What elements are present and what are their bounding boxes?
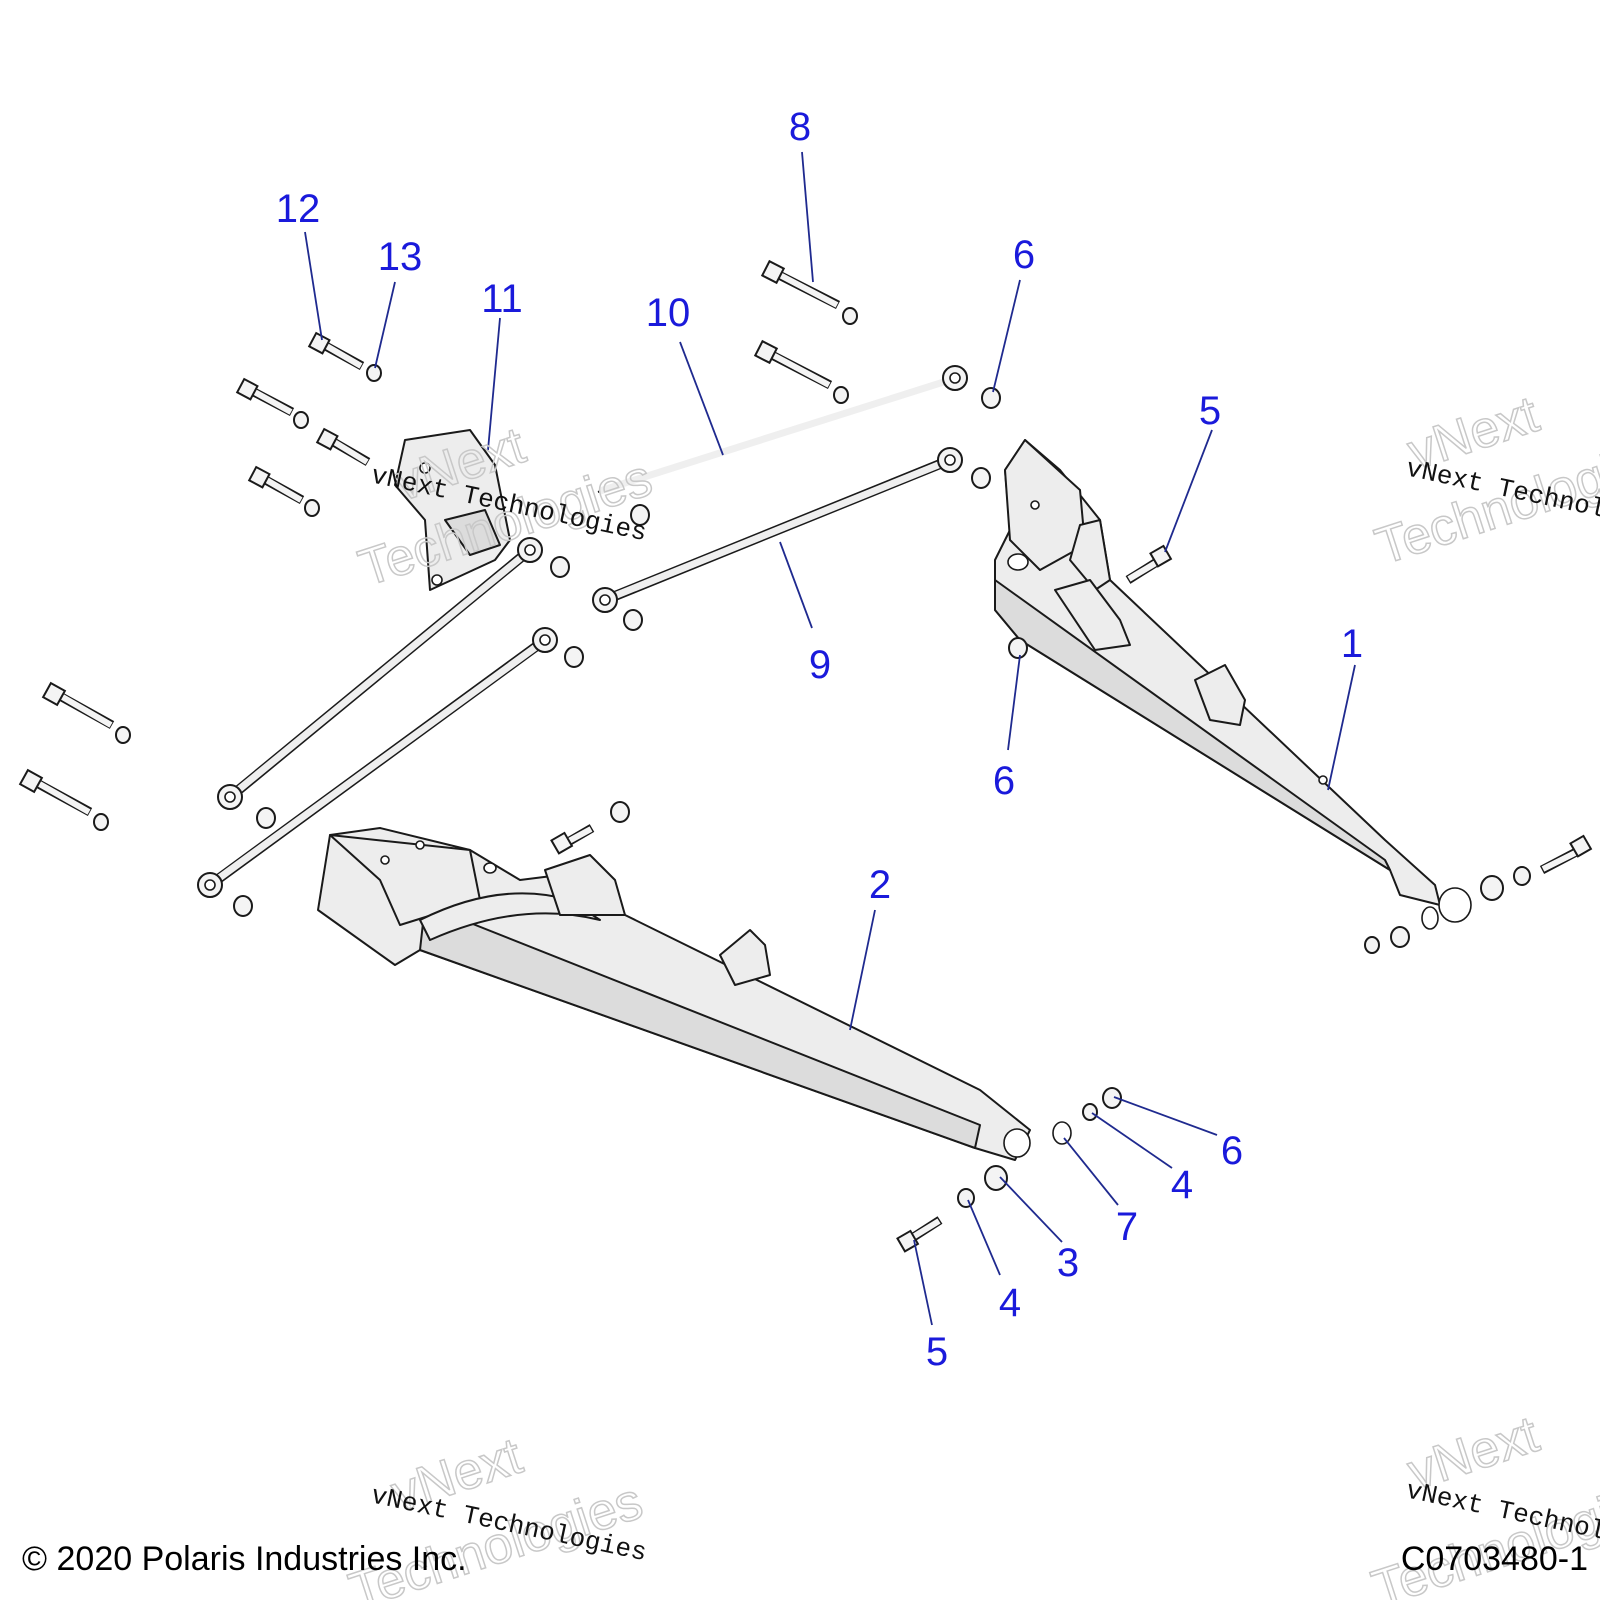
trailing-arm-lower [317,827,1031,1161]
bolt-left-1 [41,681,131,744]
bolt-bracket-3 [247,465,320,517]
bolt-12 [307,331,382,382]
bolt-right [1539,834,1593,874]
callout-3: 3 [1057,1241,1079,1285]
bolt-5-lower [896,1216,943,1253]
bolt-bracket-1 [235,377,309,429]
link-rod-left-upper [217,537,543,810]
bolt-left-2 [18,768,109,831]
callout-12: 12 [276,187,321,231]
callout-13: 13 [378,235,423,279]
callout-8: 8 [789,105,811,149]
callout-1: 1 [1341,622,1363,666]
callout-9: 9 [809,643,831,687]
callout-6-bottom: 6 [1221,1129,1243,1173]
callout-5-lower: 5 [926,1330,948,1374]
hardware-small [233,387,1531,1208]
copyright-text: © 2020 Polaris Industries Inc. [22,1540,467,1578]
leader-lines [304,151,1356,1326]
callout-4-upper: 4 [1171,1163,1193,1207]
bolt-center [550,824,595,855]
link-rod-10 [597,365,968,495]
watermark-right: vNext Technologies [1368,385,1600,578]
bolt-8 [760,259,858,325]
mounting-bracket [394,429,511,591]
callout-11: 11 [481,277,523,321]
figure-code: C0703480-1 [1400,1540,1588,1578]
link-rod-left-lower [197,627,558,898]
callout-10: 10 [646,291,691,335]
callout-7: 7 [1116,1205,1138,1249]
callout-5-upper: 5 [1199,389,1221,433]
bolt-upper-2 [753,339,849,404]
callout-2: 2 [869,863,891,907]
link-rod-9 [592,447,963,613]
bolt-bracket-2 [315,427,371,466]
callout-4-lower: 4 [999,1281,1021,1325]
callout-6-middle: 6 [993,759,1015,803]
callout-labels: 1 2 3 4 4 5 5 6 6 6 7 8 9 10 11 12 13 [276,105,1363,1374]
callout-6-top: 6 [1013,233,1035,277]
